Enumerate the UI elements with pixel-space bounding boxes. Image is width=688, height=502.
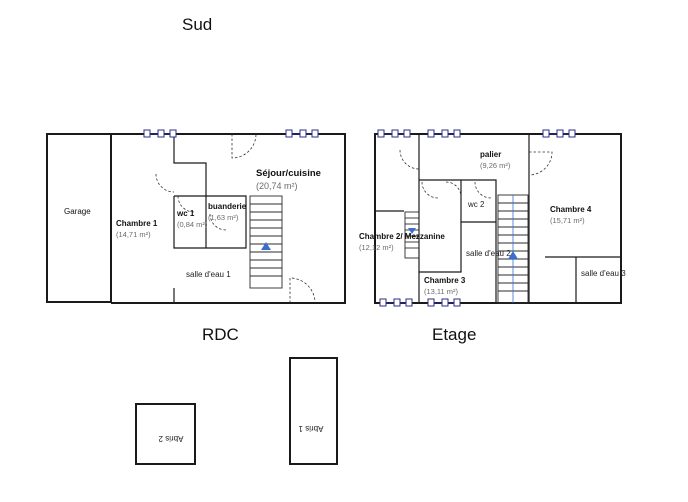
rdc-window-north-1 [143, 129, 177, 138]
sejour-label: Séjour/cuisine [256, 168, 321, 179]
sejour-area: (20,74 m²) [256, 181, 298, 191]
chambre1-area: (14,71 m²) [116, 230, 151, 239]
rdc-wall-corridor [173, 134, 207, 196]
rdc-window-north-2 [285, 129, 319, 138]
wc2-label: wc 2 [467, 200, 485, 209]
palier-label: palier [480, 150, 501, 159]
wc1-label: wc 1 [176, 209, 195, 218]
rdc-staircase [249, 195, 283, 289]
garage-room [46, 133, 112, 303]
etage-wall-chambre2 [375, 134, 420, 303]
chambre4-label: Chambre 4 [550, 205, 592, 214]
etage-window-north-1 [377, 129, 411, 138]
etage-wall-chambre4 [528, 134, 621, 303]
etage-plan: palier (9,26 m²) Chambre 2/ Mezzanine (1… [359, 129, 626, 307]
orientation-label: Sud [182, 15, 212, 34]
rdc-outline [111, 133, 346, 304]
abris2-label: Abris 2 [158, 434, 183, 443]
rdc-door-entry [231, 133, 257, 159]
etage-door-salle2 [474, 181, 492, 199]
rdc-door-buanderie [209, 213, 227, 231]
etage-mezzanine-arrow-icon [408, 228, 416, 234]
chambre3-label: Chambre 3 [424, 276, 466, 285]
floor-title-rdc: RDC [202, 325, 239, 344]
etage-window-north-2 [427, 129, 461, 138]
buanderie-area: (1,63 m²) [208, 213, 239, 222]
etage-door-chambre4 [528, 151, 553, 176]
rdc-stair-arrow-icon [261, 242, 271, 250]
floor-title-etage: Etage [432, 325, 476, 344]
buanderie-label: buanderie [208, 202, 247, 211]
wc1-area: (0,84 m²) [177, 220, 208, 229]
etage-stair-arrow-icon [508, 251, 518, 259]
etage-wall-palier [419, 179, 497, 303]
etage-door-chambre2 [399, 149, 420, 170]
rdc-door-wc [177, 195, 195, 213]
salle-eau1-label: salle d'eau 1 [186, 270, 231, 279]
etage-door-chambre3 [421, 181, 439, 199]
rdc-door-back [289, 277, 316, 304]
chambre4-area: (15,71 m²) [550, 216, 585, 225]
salle-eau3-label: salle d'eau 3 [581, 269, 626, 278]
chambre1-label: Chambre 1 [116, 219, 158, 228]
abris1-building: Abris 1 [289, 357, 338, 465]
etage-window-south-1 [379, 298, 413, 307]
etage-wall-chambre3 [419, 222, 462, 273]
etage-staircase [497, 194, 529, 304]
garage-label: Garage [64, 207, 91, 216]
rdc-plan: Garage [46, 129, 346, 304]
chambre3-area: (13,11 m²) [424, 287, 459, 296]
etage-door-wc2 [445, 181, 462, 198]
abris1-label: Abris 1 [298, 424, 323, 433]
etage-window-south-2 [427, 298, 461, 307]
abris2-building: Abris 2 [135, 403, 196, 465]
chambre2-area: (12,12 m²) [359, 243, 394, 252]
salle-eau2-label: salle d'eau 2 [466, 249, 511, 258]
palier-area: (9,26 m²) [480, 161, 511, 170]
rdc-door-chambre1 [155, 173, 175, 193]
rdc-wall-wc [173, 195, 247, 249]
chambre2-label: Chambre 2/ Mezzanine [359, 232, 445, 241]
etage-mezzanine-stair [404, 211, 420, 259]
etage-window-north-3 [542, 129, 576, 138]
